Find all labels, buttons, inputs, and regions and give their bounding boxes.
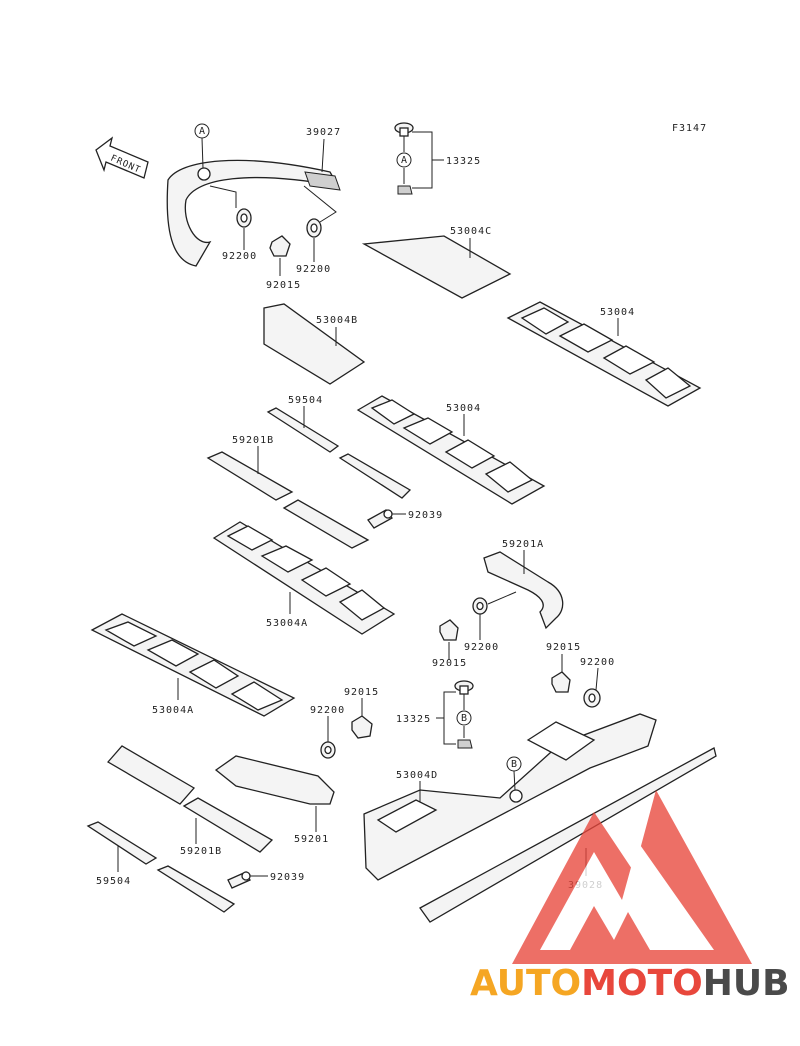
- trim-59201b-upper: [206, 451, 370, 549]
- strip-59504-lower: [86, 821, 236, 913]
- part-number: 53004A: [266, 618, 308, 629]
- part-grab-rail-39027: [166, 159, 341, 267]
- nut-92015-a: [269, 235, 291, 257]
- mat-53004a-lower: [90, 613, 296, 717]
- part-number: 59504: [288, 395, 323, 406]
- watermark-hub: HUB: [703, 963, 790, 1004]
- ref-a-circle-2: [396, 152, 412, 168]
- ref-a-label-2: A: [401, 155, 408, 166]
- pad-53004c: [361, 235, 512, 299]
- bolt-13325-a: [394, 122, 414, 137]
- trim-59201b-lower: [106, 745, 274, 853]
- washer-92200-a: [236, 208, 252, 228]
- part-number: 92200: [580, 657, 615, 668]
- ref-b-circle-1: [456, 710, 472, 726]
- part-number: 53004A: [152, 705, 194, 716]
- part-number: 59201A: [502, 539, 544, 550]
- pad-53004b: [263, 303, 366, 385]
- part-number: 59504: [96, 876, 131, 887]
- part-number: 53004: [446, 403, 481, 414]
- part-number: 92015: [546, 642, 581, 653]
- rivet-92039-lower: [227, 871, 251, 889]
- trim-59201a: [483, 551, 564, 630]
- washer-92200-c: [472, 597, 488, 615]
- part-number: 53004B: [316, 315, 358, 326]
- nut-13325-b: [457, 739, 473, 749]
- bolt-13325-b: [454, 680, 474, 695]
- strip-39028: [419, 747, 717, 923]
- part-number: 92015: [432, 658, 467, 669]
- part-number: 53004D: [396, 770, 438, 781]
- part-number: 59201B: [232, 435, 274, 446]
- ref-b-label-2: B: [511, 759, 518, 770]
- part-number: 92039: [270, 872, 305, 883]
- part-number: 39027: [306, 127, 341, 138]
- part-number: 53004C: [450, 226, 492, 237]
- part-number: 92200: [222, 251, 257, 262]
- part-number: 92015: [344, 687, 379, 698]
- nut-13325-a: [397, 185, 413, 195]
- washer-92200-e: [320, 741, 336, 759]
- part-number: 13325: [396, 714, 431, 725]
- plate-53004d: [363, 713, 657, 881]
- washer-92200-d: [583, 688, 601, 708]
- ref-b-label-1: B: [461, 713, 468, 724]
- front-arrow: FRONT: [95, 136, 149, 179]
- part-number: 92200: [310, 705, 345, 716]
- mat-53004-upper: [506, 301, 702, 407]
- watermark-logo: [512, 790, 752, 964]
- part-number: 92015: [266, 280, 301, 291]
- nut-92015-b: [439, 619, 459, 641]
- part-number: 92200: [464, 642, 499, 653]
- part-number: 92039: [408, 510, 443, 521]
- part-number: 92200: [296, 264, 331, 275]
- watermark-auto: AUTO: [470, 963, 581, 1004]
- part-number: 59201: [294, 834, 329, 845]
- nut-92015-c: [551, 671, 571, 693]
- ref-a-label-1: A: [199, 126, 206, 137]
- part-number: 13325: [446, 156, 481, 167]
- mat-53004a-upper: [212, 521, 396, 635]
- part-number: 53004: [600, 307, 635, 318]
- rivet-92039-upper: [367, 509, 393, 529]
- mat-53004-middle: [356, 395, 546, 505]
- watermark-moto: MOTO: [581, 963, 703, 1004]
- figure-code: F3147: [672, 123, 707, 134]
- watermark-text: AUTOMOTOHUB: [470, 963, 790, 1004]
- strip-59504-upper: [266, 407, 412, 499]
- part-number: 59201B: [180, 846, 222, 857]
- duct-59201: [214, 755, 335, 805]
- nut-92015-d: [351, 715, 373, 739]
- washer-92200-b: [306, 218, 322, 238]
